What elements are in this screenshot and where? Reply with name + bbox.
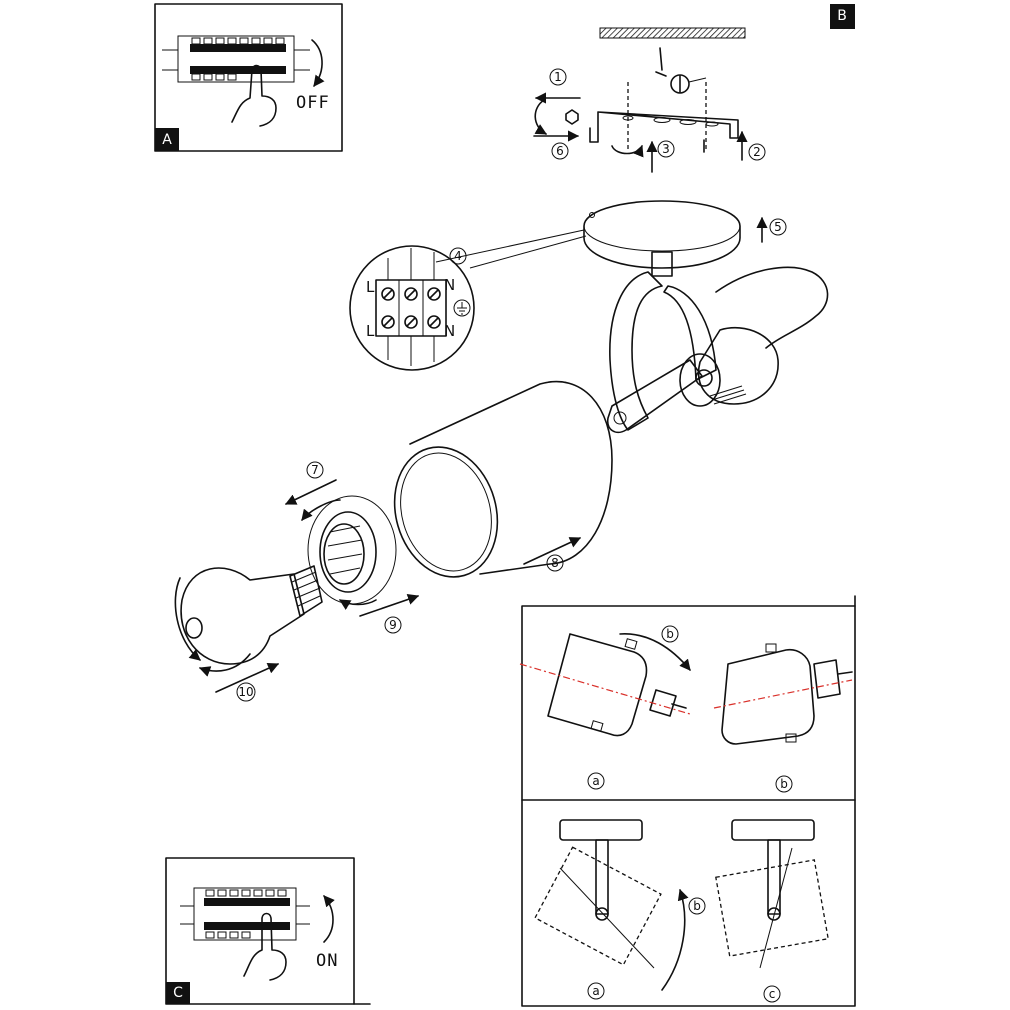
rotate-screw-arrow-icon	[534, 99, 547, 135]
panel-adjustment: b a b b a c	[519, 595, 856, 1007]
svg-text:6: 6	[556, 144, 564, 158]
adjust-bottom-right-label: c	[763, 985, 781, 1003]
svg-text:c: c	[769, 987, 776, 1001]
mounting-bracket	[589, 111, 739, 143]
svg-text:a: a	[592, 984, 599, 998]
turn-on-arrow-icon	[323, 895, 335, 943]
svg-text:8: 8	[551, 556, 559, 570]
adjust-top-left-label: a	[587, 772, 605, 790]
step-3-marker: 3	[657, 140, 675, 158]
svg-text:9: 9	[389, 618, 397, 632]
power-cable	[715, 266, 829, 349]
panel-b-corner-label: B	[837, 8, 847, 24]
terminal-block-detail: L L N N 4	[349, 229, 587, 371]
adjust-bottom-left-label: a	[587, 982, 605, 1000]
terminal-l-bottom: L	[366, 322, 375, 340]
svg-text:3: 3	[662, 142, 670, 156]
svg-text:5: 5	[774, 220, 782, 234]
terminal-n-top: N	[444, 276, 455, 294]
step-2-marker: 2	[748, 143, 766, 161]
svg-text:b: b	[693, 899, 701, 913]
light-bulb: 10	[174, 565, 323, 702]
earth-icon	[453, 299, 471, 317]
svg-text:2: 2	[753, 145, 761, 159]
panel-switch-off: OFF A	[154, 3, 343, 152]
tilt-b-marker: b	[688, 897, 706, 915]
breaker-strip-icon	[180, 887, 310, 941]
switch-off-label: OFF	[296, 93, 330, 113]
switch-on-label: ON	[316, 951, 338, 971]
svg-text:10: 10	[238, 685, 253, 699]
beam-axis-straight	[713, 679, 853, 709]
panel-ceiling-bracket: B 1 6 3 2	[533, 4, 855, 173]
panel-a-corner-label: A	[162, 132, 172, 148]
hand-icon	[231, 64, 277, 127]
hand-icon	[243, 912, 287, 981]
svg-text:b: b	[780, 777, 788, 791]
svg-text:a: a	[592, 774, 599, 788]
svg-text:4: 4	[454, 249, 462, 263]
svg-text:1: 1	[554, 70, 562, 84]
breaker-strip-icon	[162, 35, 310, 83]
svg-text:b: b	[666, 627, 674, 641]
spot-head-tilted	[519, 633, 691, 737]
step-10-marker: 10	[236, 682, 256, 702]
beam-axis-tilted	[519, 663, 691, 715]
step-9-marker: 9	[384, 616, 402, 634]
retaining-ring: 9 7	[284, 461, 420, 634]
ceiling-canopy: 5	[583, 200, 787, 269]
rotate-b-marker: b	[661, 625, 679, 643]
step-5-marker: 5	[769, 218, 787, 236]
screw-icon	[655, 47, 667, 77]
step-8-marker: 8	[546, 554, 564, 572]
step-4-marker: 4	[449, 247, 467, 265]
terminal-l-top: L	[366, 278, 375, 296]
step-1-marker: 1	[549, 68, 567, 86]
nut-icon	[565, 109, 579, 125]
svg-text:7: 7	[311, 463, 319, 477]
ceiling-hatch	[599, 27, 746, 39]
terminal-n-bottom: N	[444, 322, 455, 340]
drill-icon	[670, 74, 707, 94]
step-6-marker: 6	[551, 142, 569, 160]
panel-switch-on: ON C	[165, 857, 371, 1005]
adjust-top-right-label: b	[775, 775, 793, 793]
turn-off-arrow-icon	[311, 39, 325, 87]
spot-head-straight	[713, 643, 853, 745]
step-7-marker: 7	[306, 461, 324, 479]
spot-tilt-a	[534, 819, 662, 969]
lamp-shade: 8	[393, 380, 613, 578]
spotlight-arm	[606, 251, 829, 434]
spot-tilt-c	[715, 819, 829, 969]
panel-c-corner-label: C	[173, 985, 183, 1001]
